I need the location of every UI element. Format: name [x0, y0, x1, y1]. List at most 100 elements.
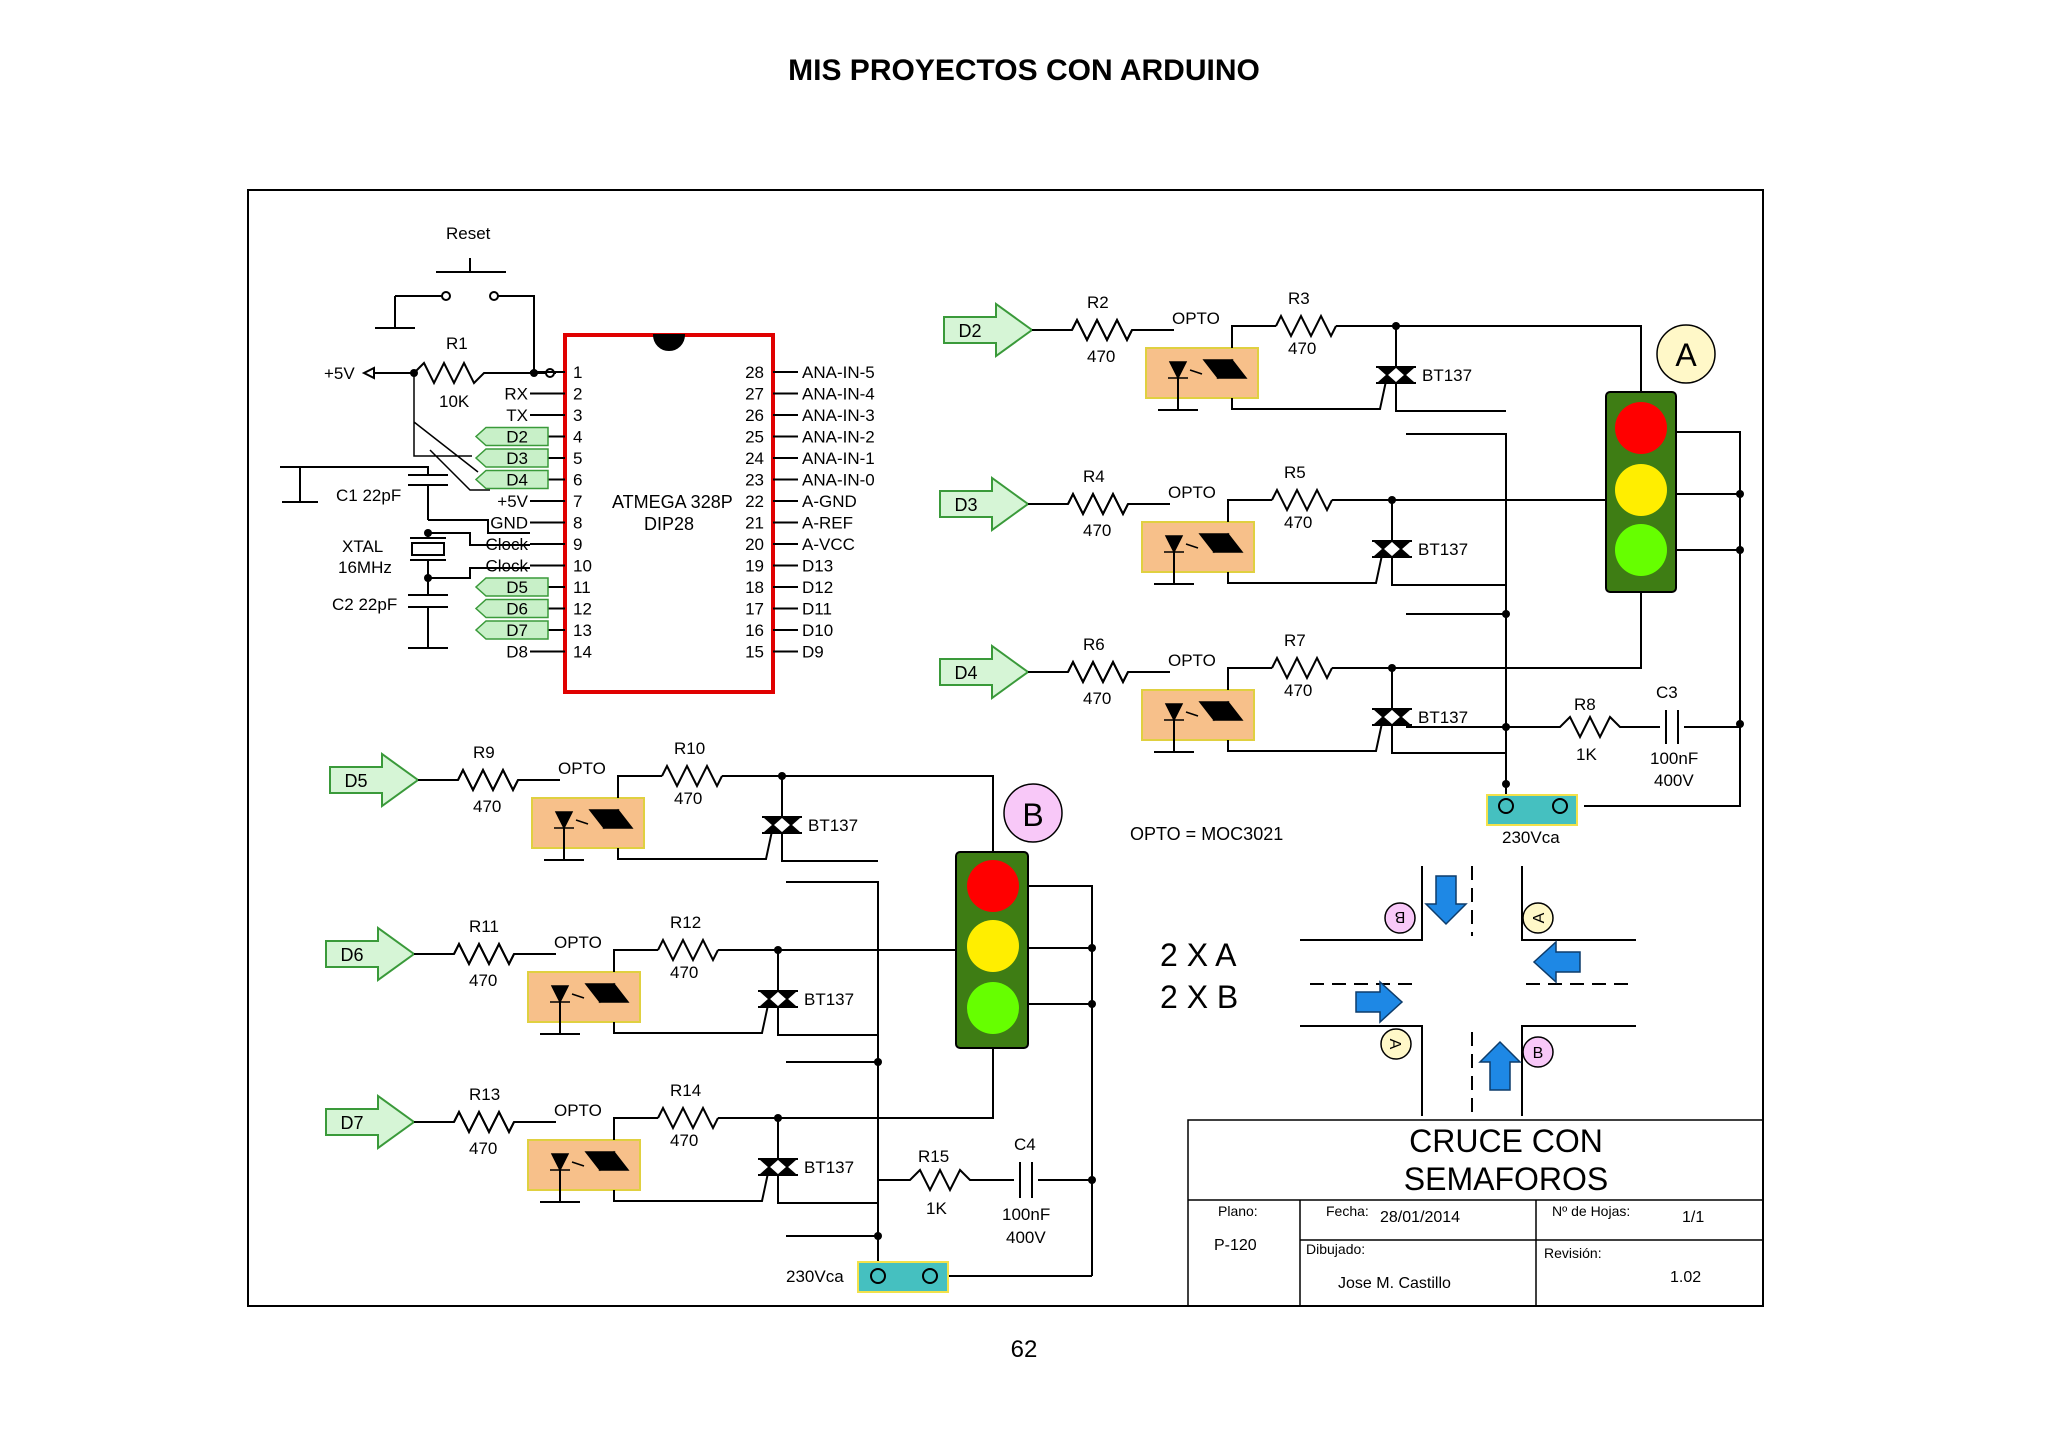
pin-label: D7	[506, 621, 528, 640]
pin-label: A-REF	[802, 514, 853, 533]
pin-number: 6	[573, 471, 582, 490]
drawing-frame	[247, 189, 1764, 1307]
marker-a-bottom	[1380, 1028, 1412, 1060]
chip-name: ATMEGA 328P	[612, 492, 733, 512]
snubber-b: R15 1K C4 100nF 400V 230Vca	[786, 881, 1092, 1293]
arrow-right-icon	[1355, 980, 1404, 1024]
opto-label: OPTO	[554, 1101, 602, 1120]
input-label: D3	[954, 495, 977, 515]
resistor-label: R2	[1087, 293, 1109, 312]
green-light-b	[967, 982, 1019, 1034]
triac-label: BT137	[804, 990, 854, 1009]
input-arrow-icon	[325, 926, 416, 982]
pin-number: 25	[745, 428, 764, 447]
traffic-light-b: B	[955, 783, 1096, 1276]
pin-number: 5	[573, 449, 582, 468]
pin-number: 9	[573, 535, 582, 554]
marker-a-top	[1522, 902, 1554, 934]
page-title: MIS PROYECTOS CON ARDUINO	[788, 54, 1260, 87]
marker-b-bottom	[1522, 1036, 1554, 1068]
triac-label: BT137	[804, 1158, 854, 1177]
pin-number: 10	[573, 557, 592, 576]
gate-resistor-label: R7	[1284, 631, 1306, 650]
pin-label: D10	[802, 621, 833, 640]
triac-label: BT137	[1418, 708, 1468, 727]
pin-label: RX	[504, 385, 528, 404]
pin-number: 11	[573, 578, 591, 597]
input-label: D4	[954, 663, 977, 683]
reset-label: Reset	[446, 224, 491, 243]
green-light-a	[1615, 524, 1667, 576]
pin-label: ANA-IN-4	[802, 385, 875, 404]
arrow-left-icon	[1532, 940, 1581, 984]
chip-package: DIP28	[644, 514, 694, 534]
opto-note: OPTO = MOC3021	[1130, 824, 1283, 844]
pin-label: D4	[506, 471, 528, 490]
resistor-label: R13	[469, 1085, 500, 1104]
fecha-label: Fecha:	[1326, 1203, 1369, 1219]
pin-number: 19	[745, 557, 764, 576]
pin-label: ANA-IN-2	[802, 428, 875, 447]
hojas-value: 1/1	[1682, 1209, 1704, 1226]
pin-label: D5	[506, 578, 528, 597]
red-light-a	[1615, 402, 1667, 454]
gate-resistor-value: 470	[674, 789, 702, 808]
pin-label: D8	[506, 643, 528, 662]
pin-number: 7	[573, 492, 582, 511]
pin-label: +5V	[497, 492, 528, 511]
badge-a-label: A	[1675, 337, 1697, 373]
chip-pins: 12RX3TX4D25D36D47+5V8GND9Clock10Clock11D…	[474, 363, 875, 662]
marker-b-top	[1384, 902, 1416, 934]
pin-number: 24	[745, 449, 764, 468]
triac-label: BT137	[808, 816, 858, 835]
opto-label: OPTO	[1168, 651, 1216, 670]
r8-label: R8	[1574, 695, 1596, 714]
title-block: CRUCE CON SEMAFOROS Plano: P-120 Fecha: …	[1187, 1119, 1762, 1306]
resistor-value: 470	[1083, 689, 1111, 708]
gate-resistor-value: 470	[1284, 681, 1312, 700]
input-label: D5	[344, 771, 367, 791]
resistor-value: 470	[1087, 347, 1115, 366]
input-label: D6	[340, 945, 363, 965]
page-number: 62	[1010, 1336, 1038, 1363]
traffic-light-a: A	[1605, 324, 1744, 728]
red-light-b	[967, 860, 1019, 912]
r15-label: R15	[918, 1147, 949, 1166]
pin-number: 16	[745, 621, 764, 640]
pin-label: D12	[802, 578, 833, 597]
intersection-diagram: 2 X A 2 X B B A A B	[1160, 866, 1636, 1116]
pin-label: GND	[490, 514, 528, 533]
triac-symbol	[762, 815, 802, 835]
marker-b-top-label: B	[1395, 908, 1406, 925]
pin-number: 28	[745, 363, 764, 382]
pin-number: 13	[573, 621, 592, 640]
dibujado-value: Jose M. Castillo	[1338, 1275, 1451, 1292]
pin-label: ANA-IN-5	[802, 363, 875, 382]
resistor-value: 470	[469, 971, 497, 990]
hojas-label: Nº de Hojas:	[1552, 1203, 1630, 1219]
badge-b-label: B	[1022, 797, 1043, 833]
resistor-value: 470	[473, 797, 501, 816]
fecha-value: 28/01/2014	[1380, 1209, 1460, 1226]
c1-label: C1 22pF	[336, 486, 401, 505]
resistor-label: R11	[469, 917, 499, 936]
arrow-up-icon	[1478, 1040, 1522, 1091]
pin-number: 1	[573, 363, 582, 382]
input-arrow-icon	[939, 644, 1030, 700]
gate-resistor-value: 470	[1288, 339, 1316, 358]
opto-label: OPTO	[1172, 309, 1220, 328]
xtal-label: XTAL	[342, 537, 383, 556]
r1-value: 10K	[439, 392, 470, 411]
c4-label: C4	[1014, 1135, 1036, 1154]
pin-number: 8	[573, 514, 582, 533]
channels-group-b: D5R9470OPTOR10470BT137D6R11470OPTOR12470…	[325, 739, 994, 1204]
pin-number: 2	[573, 385, 582, 404]
gate-resistor-label: R12	[670, 913, 701, 932]
resistor-value: 470	[469, 1139, 497, 1158]
triac-label: BT137	[1418, 540, 1468, 559]
plano-label: Plano:	[1218, 1203, 1258, 1219]
